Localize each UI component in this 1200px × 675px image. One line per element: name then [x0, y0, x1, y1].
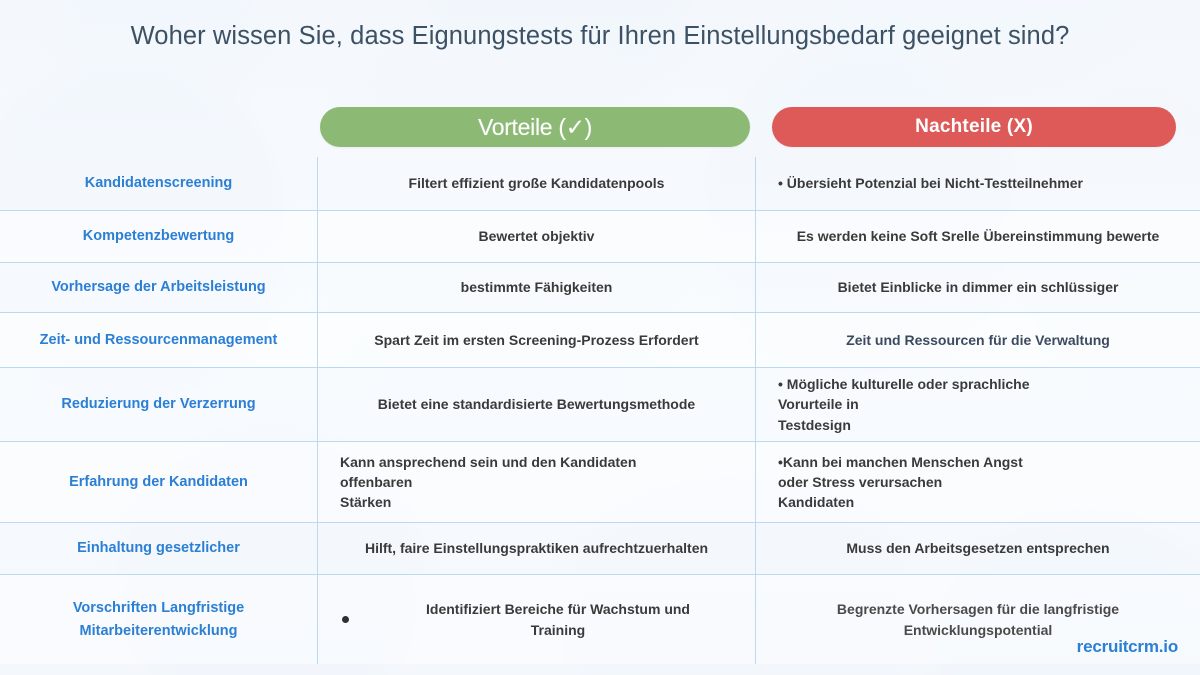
feature-cell: Zeit- und Ressourcenmanagement [0, 313, 317, 367]
feature-label: Erfahrung der Kandidaten [69, 473, 248, 490]
cons-column-header: Nachteile (X) [772, 107, 1176, 147]
feature-cell: Reduzierung der Verzerrung [0, 368, 317, 441]
con-text: Muss den Arbeitsgesetzen entsprechen [846, 540, 1110, 557]
bullet-icon [342, 616, 349, 623]
pro-cell: Spart Zeit im ersten Screening-Prozess E… [317, 313, 755, 367]
feature-cell: Einhaltung gesetzlicher [0, 523, 317, 574]
feature-label: Reduzierung der Verzerrung [61, 396, 256, 413]
feature-label: Kandidatenscreening [84, 175, 233, 192]
pro-cell: Bewertet objektiv [317, 211, 755, 262]
con-cell: Muss den Arbeitsgesetzen entsprechen [755, 523, 1200, 574]
con-cell: Zeit und Ressourcen für die Verwaltung [755, 313, 1200, 367]
table-row: Zeit- und Ressourcenmanagement Spart Zeit… [0, 312, 1200, 367]
pro-text: Kann ansprechend sein und den Kandidaten… [340, 453, 637, 511]
table-row: Einhaltung gesetzlicher Hilft, faire Eins… [0, 522, 1200, 574]
feature-label: Zeit- und Ressourcenmanagement [39, 331, 278, 348]
con-cell: Begrenzte Vorhersagen für die langfristi… [755, 575, 1200, 664]
pro-cell: Hilft, faire Einstellungspraktiken aufre… [317, 523, 755, 574]
con-cell: Es werden keine Soft Srelle Übereinstimm… [755, 211, 1200, 262]
feature-cell: Kompetenzbewertung [0, 211, 317, 262]
table-row: Erfahrung der Kandidaten Kann ansprechend… [0, 441, 1200, 522]
pro-text: Filtert effizient große Kandidatenpools [408, 175, 665, 192]
feature-label-line2: Mitarbeiterentwicklung [79, 622, 238, 639]
table-row: Vorhersage der Arbeitsleistung bestimmte … [0, 262, 1200, 312]
feature-cell: Kandidatenscreening [0, 157, 317, 210]
page-title: Woher wissen Sie, dass Eignungstests für… [130, 22, 1070, 50]
con-text: Begrenzte Vorhersagen für die langfristi… [836, 601, 1120, 638]
table-row: Reduzierung der Verzerrung Bietet eine st… [0, 367, 1200, 441]
pros-column-header: Vorteile (✓) [320, 107, 750, 147]
column-header-pills: Vorteile (✓) Nachteile (X) [0, 107, 1200, 147]
pro-cell: Filtert effizient große Kandidatenpools [317, 157, 755, 210]
pro-cell: bestimmte Fähigkeiten [317, 263, 755, 312]
comparison-table: Kandidatenscreening Filtert effizient gro… [0, 157, 1200, 664]
pro-text: Hilft, faire Einstellungspraktiken aufre… [364, 540, 709, 557]
table-row: Kandidatenscreening Filtert effizient gro… [0, 157, 1200, 210]
feature-label: Vorhersage der Arbeitsleistung [51, 279, 266, 296]
con-text: Es werden keine Soft Srelle Übereinstimm… [796, 228, 1160, 245]
pro-cell: Kann ansprechend sein und den Kandidaten… [317, 442, 755, 522]
pro-text: Bewertet objektiv [478, 228, 595, 245]
con-cell: • Übersieht Potenzial bei Nicht-Testteil… [755, 157, 1200, 210]
pro-cell: Bietet eine standardisierte Bewertungsme… [317, 368, 755, 441]
pro-text: Spart Zeit im ersten Screening-Prozess E… [374, 331, 699, 348]
pro-text: bestimmte Fähigkeiten [460, 279, 613, 296]
feature-cell: Vorhersage der Arbeitsleistung [0, 263, 317, 312]
pro-text: Bietet eine standardisierte Bewertungsme… [377, 396, 696, 413]
feature-label: Kompetenzbewertung [82, 228, 235, 245]
feature-label: Einhaltung gesetzlicher [77, 540, 240, 557]
con-text: • Übersieht Potenzial bei Nicht-Testteil… [778, 175, 1083, 192]
recruitcrm-logo: recruitcrm.io [1076, 637, 1179, 656]
feature-label: Vorschriften Langfristige [72, 600, 245, 617]
table-row: Kompetenzbewertung Bewertet objektiv Es we… [0, 210, 1200, 262]
con-text: Bietet Einblicke in dimmer ein schlüssig… [837, 279, 1119, 296]
feature-cell: Erfahrung der Kandidaten [0, 442, 317, 522]
con-text: Zeit und Ressourcen für die Verwaltung [846, 331, 1110, 348]
con-cell: Bietet Einblicke in dimmer ein schlüssig… [755, 263, 1200, 312]
